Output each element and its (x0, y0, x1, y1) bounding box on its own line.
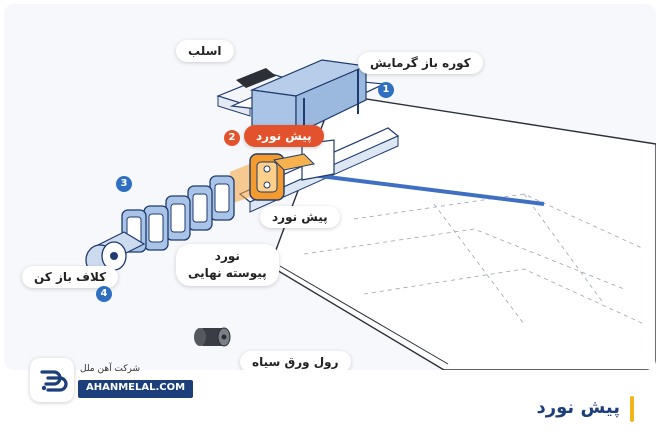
label-roughing-mill-active: پیش نورد (244, 125, 324, 147)
badge-3: 3 (116, 176, 132, 192)
reheating-furnace (229, 59, 387, 138)
finishing-stand-3 (165, 195, 191, 241)
footer-accent-bar (630, 396, 634, 422)
label-roughing-mill: پیش نورد (260, 206, 340, 228)
roughing-mill-active (230, 153, 316, 204)
diagram-canvas: اسلب کوره باز گرمایش 1 2 پیش نورد پیش نو… (4, 4, 656, 370)
label-black-coil: رول ورق سیاه (240, 351, 351, 370)
badge-4: 4 (96, 286, 112, 302)
finishing-stand-4 (143, 205, 169, 251)
hot-rolling-line-diagram (85, 59, 656, 370)
label-finishing-mill: نورد پیوسته نهایی (176, 244, 279, 286)
label-finishing-mill-line2: پیوسته نهایی (188, 266, 267, 280)
black-coil-roll (194, 327, 231, 347)
finishing-stand-2 (187, 185, 213, 231)
brand-url: AHANMELAL.COM (78, 380, 194, 398)
label-finishing-mill-line1: نورد (214, 249, 240, 263)
badge-2: 2 (224, 130, 240, 146)
brand-logo-mark (40, 370, 68, 392)
label-reheating-furnace: کوره باز گرمایش (358, 52, 483, 74)
label-slab: اسلب (176, 40, 234, 62)
brand-name: شرکت آهن ملل (80, 364, 141, 374)
brand-block: شرکت آهن ملل AHANMELAL.COM (30, 358, 200, 402)
floor-grid (303, 193, 645, 325)
footer-title: پیش نورد (536, 397, 620, 418)
brand-logo-icon (30, 358, 74, 402)
badge-1: 1 (378, 82, 394, 98)
floor-plate (269, 93, 656, 370)
label-uncoiler: کلاف باز کن (22, 266, 119, 288)
finishing-stand-1 (209, 175, 235, 221)
floor-plate-inner-edge (279, 265, 449, 365)
